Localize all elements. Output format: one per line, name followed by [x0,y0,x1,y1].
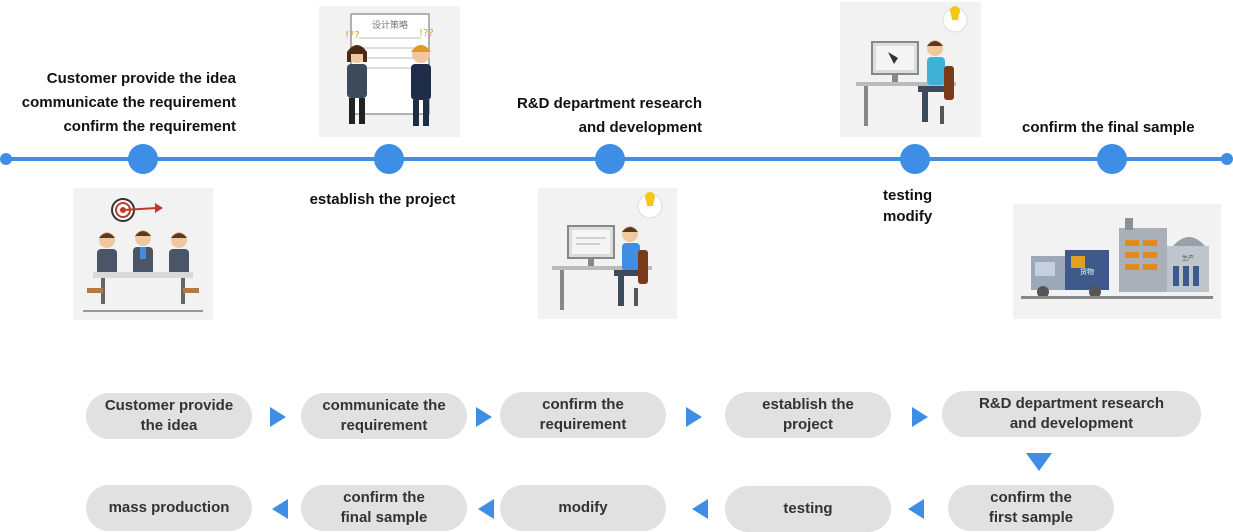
meeting-illustration [73,188,213,320]
pill-line: confirm the [990,489,1072,506]
timeline-label-establish: establish the project [300,188,465,212]
pill-line: mass production [108,499,230,516]
flow-step-mass-production: mass production [86,485,252,531]
label-line: modify [883,208,933,225]
mass-production-illustration: 货物 生产 [1013,204,1221,319]
label-line: confirm the requirement [63,118,236,135]
arrow-down-icon [1026,453,1052,471]
milestone-customer-idea [128,144,158,174]
pill-line: Customer provide [104,397,234,414]
label-line: Customer provide the idea [46,70,236,87]
arrow-right-icon [476,407,492,427]
pill-line: requirement [340,417,428,434]
flow-step-confirm-final: confirm the final sample [301,485,467,531]
factory-sign: 生产 [1182,254,1194,262]
arrow-left-icon [692,499,708,519]
arrow-right-icon [270,407,286,427]
label-line: and development [578,119,702,136]
timeline-label-testing: testing modify [883,185,932,227]
pill-line: first sample [988,509,1074,526]
flow-step-rd: R&D department research and development [942,391,1201,437]
pill-line: and development [1009,415,1134,432]
pill-line: project [782,416,833,433]
timeline-start-dot [0,153,12,165]
label-line: R&D department research [516,95,702,112]
flow-step-modify: modify [500,485,666,531]
arrow-left-icon [908,499,924,519]
truck-sign: 货物 [1080,267,1094,276]
flow-step-customer-idea: Customer provide the idea [86,393,252,439]
strategy-discussion-illustration: 设计策略 !?? !?? [319,6,460,137]
svg-text:!??: !?? [419,28,434,39]
label-line: testing [883,187,933,204]
flow-step-testing: testing [725,486,891,532]
label-line: communicate the requirement [21,94,236,111]
milestone-final-sample [1097,144,1127,174]
pill-line: establish the [762,396,854,413]
milestone-testing [900,144,930,174]
milestone-establish-project [374,144,404,174]
pill-line: final sample [340,509,428,526]
pill-line: the idea [140,417,198,434]
label-line: confirm the final sample [1022,119,1195,136]
arrow-right-icon [912,407,928,427]
flow-step-communicate: communicate the requirement [301,393,467,439]
svg-text:!??: !?? [345,30,360,41]
pill-line: testing [783,500,833,517]
pill-line: requirement [539,416,627,433]
arrow-left-icon [478,499,494,519]
flow-step-confirm-requirement: confirm the requirement [500,392,666,438]
flow-step-establish: establish the project [725,392,891,438]
pill-line: R&D department research [978,395,1165,412]
timeline-label-final: confirm the final sample [1022,116,1195,140]
arrow-right-icon [686,407,702,427]
timeline-label-customer: Customer provide the idea communicate th… [22,67,236,139]
label-line: establish the project [309,191,456,208]
milestone-rd [595,144,625,174]
testing-desk-illustration [840,2,981,137]
timeline-label-rd: R&D department research and development [517,92,702,140]
pill-line: confirm the [343,489,425,506]
pill-line: communicate the [322,397,446,414]
rd-desk-illustration [538,188,677,319]
flow-step-confirm-first: confirm the first sample [948,485,1114,531]
board-title: 设计策略 [372,19,408,31]
pill-line: modify [558,499,608,516]
timeline-end-dot [1221,153,1233,165]
arrow-left-icon [272,499,288,519]
pill-line: confirm the [542,396,624,413]
